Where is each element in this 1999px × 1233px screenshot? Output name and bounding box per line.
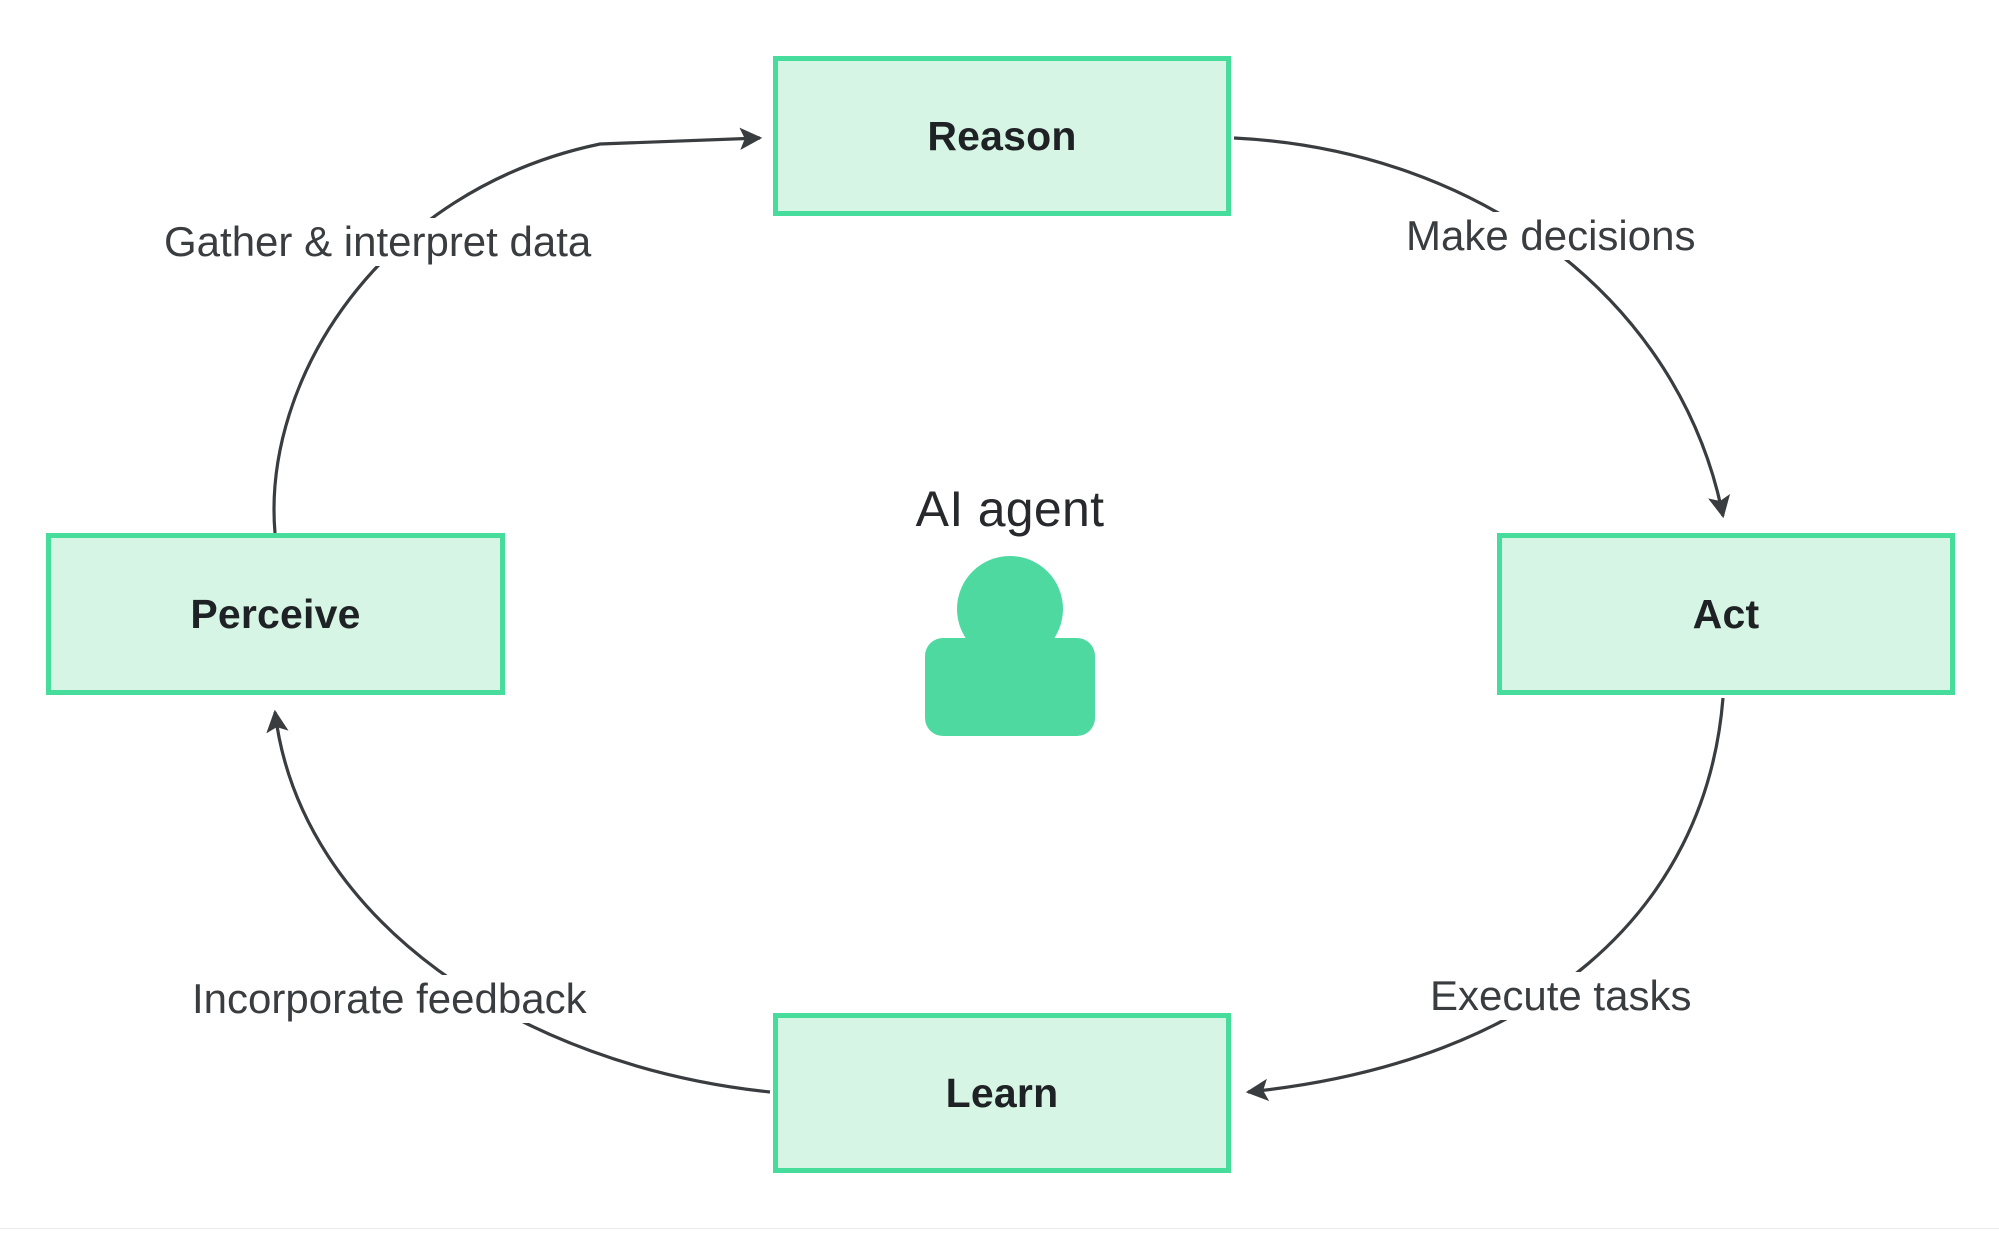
edge-reason-to-act xyxy=(1233,136,1731,519)
ai-agent-center: AI agent xyxy=(830,480,1190,780)
node-perceive[interactable]: Perceive xyxy=(46,533,505,695)
node-act-label: Act xyxy=(1692,590,1760,637)
node-perceive-label: Perceive xyxy=(190,590,361,637)
node-reason[interactable]: Reason xyxy=(773,56,1231,216)
edge-label-execute-tasks: Execute tasks xyxy=(1424,972,1698,1021)
node-learn[interactable]: Learn xyxy=(773,1013,1231,1173)
ai-agent-title: AI agent xyxy=(915,481,1105,537)
edge-act-to-learn xyxy=(1245,697,1725,1102)
edge-learn-to-perceive xyxy=(266,709,771,1094)
edge-label-gather-interpret-data: Gather & interpret data xyxy=(158,218,598,267)
node-learn-label: Learn xyxy=(945,1069,1059,1116)
person-icon xyxy=(925,556,1095,736)
person-icon-body xyxy=(925,638,1095,736)
node-act[interactable]: Act xyxy=(1497,533,1955,695)
edge-label-make-decisions: Make decisions xyxy=(1400,212,1702,261)
edge-label-incorporate-feedback: Incorporate feedback xyxy=(186,975,593,1024)
edge-perceive-to-reason xyxy=(272,127,763,534)
bottom-divider xyxy=(0,1228,1999,1229)
node-reason-label: Reason xyxy=(927,112,1077,159)
